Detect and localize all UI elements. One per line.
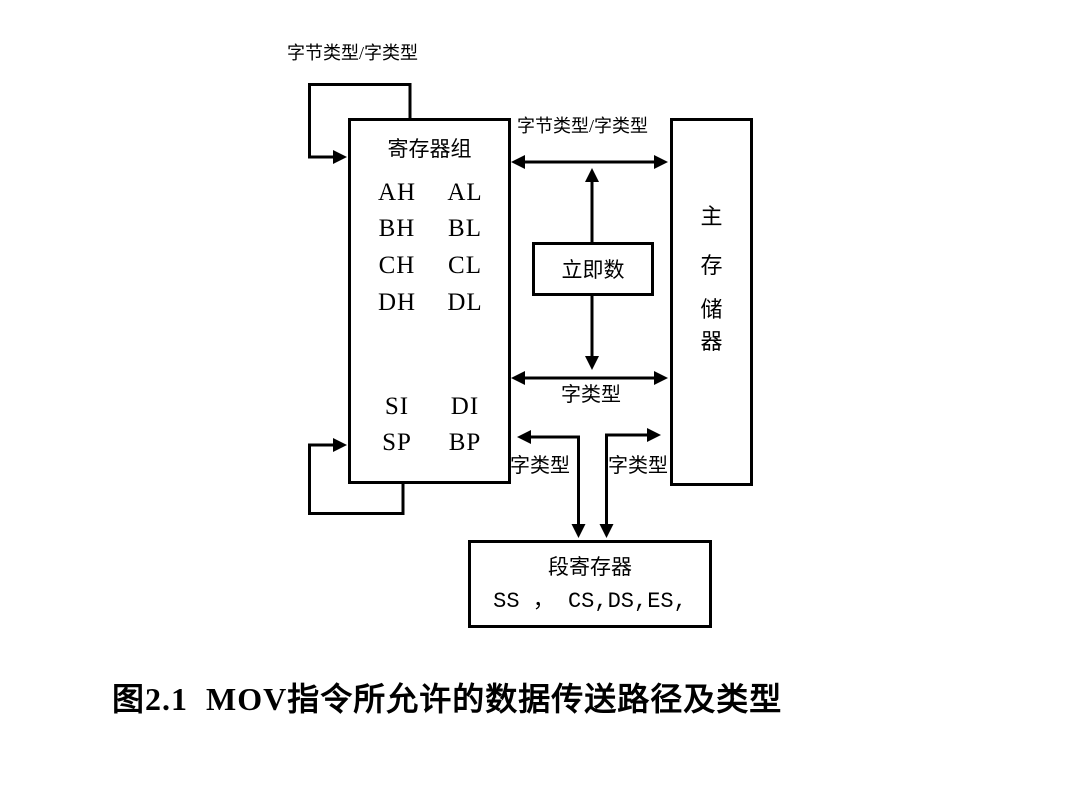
arrowhead-down-icon (571, 524, 586, 538)
register-row-c: CH CL (351, 253, 508, 279)
register-cell-al: AL (447, 179, 483, 206)
memory-title-char-2: 存 (700, 253, 723, 278)
memory-title-char-1: 主 (700, 204, 723, 229)
register-memory-byteword-label: 字节类型/字类型 (517, 116, 649, 136)
memory-title-char-4: 器 (700, 329, 723, 354)
word-type-middle-label: 字类型 (561, 384, 621, 406)
register-self-loop-bottom-line (308, 443, 405, 515)
register-row-b: BH BL (351, 216, 508, 242)
register-group-title: 寄存器组 (387, 137, 472, 161)
arrowhead-right-icon (647, 428, 661, 442)
immediate-value-label: 立即数 (561, 258, 625, 282)
register-self-loop-top-line (308, 83, 412, 159)
immediate-value-box: 立即数 (532, 242, 654, 296)
arrowhead-down-icon (585, 356, 599, 370)
register-cell-dh: DH (377, 289, 417, 316)
arrowhead-right-icon (333, 150, 347, 164)
register-cell-di: DI (450, 393, 480, 420)
arrowhead-up-icon (585, 168, 599, 182)
main-memory-box: 主 存 储 器 (670, 118, 753, 486)
register-cell-ch: CH (378, 252, 416, 279)
register-row-a: AH AL (351, 180, 508, 206)
register-group-box: 寄存器组 AH AL BH BL CH CL DH DL SI DI SP BP (348, 118, 511, 484)
arrowhead-left-icon (511, 371, 525, 385)
segment-register-title: 段寄存器 (548, 555, 632, 579)
arrowhead-right-icon (654, 371, 668, 385)
register-cell-si: SI (384, 393, 410, 420)
register-row-d: DH DL (351, 290, 508, 316)
segment-register-list: SS ， CS,DS,ES, (493, 589, 687, 614)
register-self-loop-label: 字节类型/字类型 (287, 43, 419, 63)
arrowhead-right-icon (654, 155, 668, 169)
word-type-left-label: 字类型 (510, 455, 570, 477)
figure-caption: 图2.1 MOV指令所允许的数据传送路径及类型 (112, 681, 783, 717)
register-cell-bl: BL (448, 215, 482, 242)
arrowhead-left-icon (517, 430, 531, 444)
memory-title-char-3: 储 (700, 297, 723, 322)
register-cell-cl: CL (448, 252, 482, 279)
segment-memory-link-line (605, 433, 654, 529)
register-cell-sp: SP (382, 429, 412, 456)
arrowhead-right-icon (333, 438, 347, 452)
word-type-right-label: 字类型 (608, 455, 668, 477)
register-cell-ah: AH (377, 179, 417, 206)
segment-register-box: 段寄存器 SS ， CS,DS,ES, (468, 540, 712, 628)
register-row-si-di: SI DI (351, 394, 508, 420)
register-cell-bh: BH (378, 215, 416, 242)
arrowhead-down-icon (599, 524, 614, 538)
segment-register-link-line (526, 435, 580, 529)
arrowhead-left-icon (511, 155, 525, 169)
register-row-sp-bp: SP BP (351, 430, 508, 456)
register-cell-bp: BP (448, 429, 482, 456)
register-cell-dl: DL (447, 289, 483, 316)
